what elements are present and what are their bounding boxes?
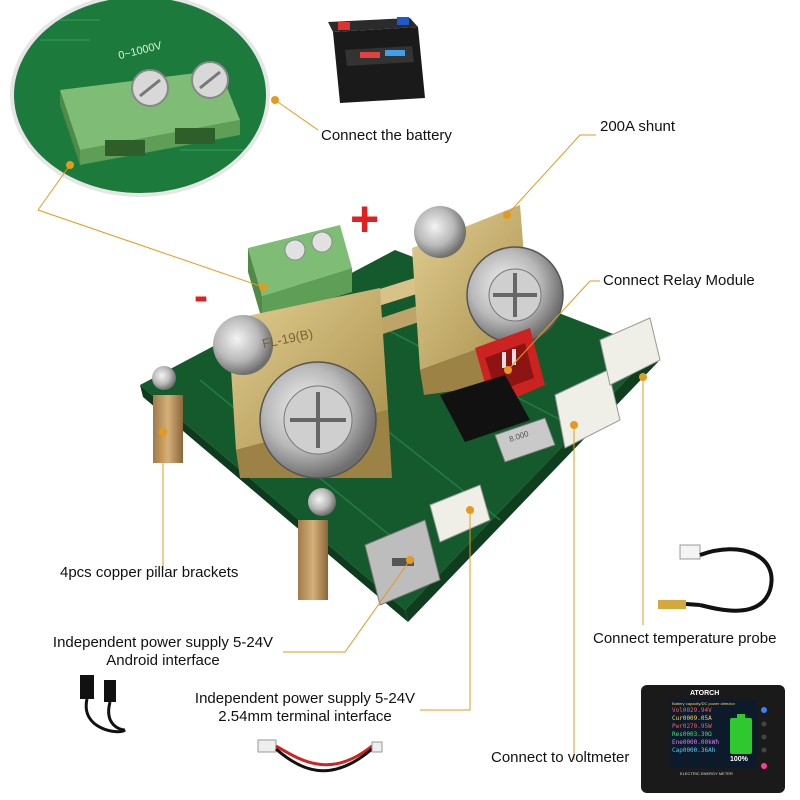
shunt-nuts [213,206,564,479]
voltmeter-device [641,685,785,793]
temperature-probe-image [658,544,774,613]
label-relay: Connect Relay Module [603,272,755,289]
zoom-inset [12,0,268,195]
label-terminal-line1: Independent power supply 5-24V [194,690,416,707]
crystal [494,417,556,463]
meter-battery-percent: 100% [730,756,748,763]
meter-row-pwr: Pwr0270.95W [672,723,712,730]
wire-cable-image [257,739,383,773]
meter-header: Battery capacity/DC power detector [672,701,735,706]
white-connectors [429,317,661,543]
meter-footer: ELECTRIC ENERGY METER [680,771,733,776]
label-battery: Connect the battery [321,127,452,144]
label-android-line1: Independent power supply 5-24V [52,634,274,651]
label-android-line2: Android interface [106,652,220,669]
label-terminal-supply: Independent power supply 5-24V 2.54mm te… [180,690,430,726]
usb-cable-image [80,675,127,734]
car-battery-image [328,17,425,103]
meter-row-cur: Cur0009.05A [672,715,712,722]
micro-usb-connector [364,519,441,606]
ic-chip [440,375,530,442]
label-android-supply: Independent power supply 5-24V Android i… [38,634,288,670]
copper-pillars [153,395,328,600]
meter-row-cap: Cap0000.36Ah [672,747,716,754]
meter-row-vol: Vol0029.94V [672,707,712,714]
label-pillars: 4pcs copper pillar brackets [60,564,239,581]
label-shunt: 200A shunt [600,118,676,135]
meter-row-res: Res0003.30Ω [672,731,712,738]
meter-brand: ATORCH [690,690,720,697]
terminal-block [248,225,352,320]
leader-lines [37,96,647,760]
label-terminal-line2: 2.54mm terminal interface [218,708,392,725]
label-temp-probe: Connect temperature probe [593,630,777,647]
meter-row-ene: Ene0000.00kWh [672,739,719,746]
label-voltmeter: Connect to voltmeter [491,749,630,766]
plus-sign: + [350,191,380,247]
minus-sign: - [194,272,208,319]
